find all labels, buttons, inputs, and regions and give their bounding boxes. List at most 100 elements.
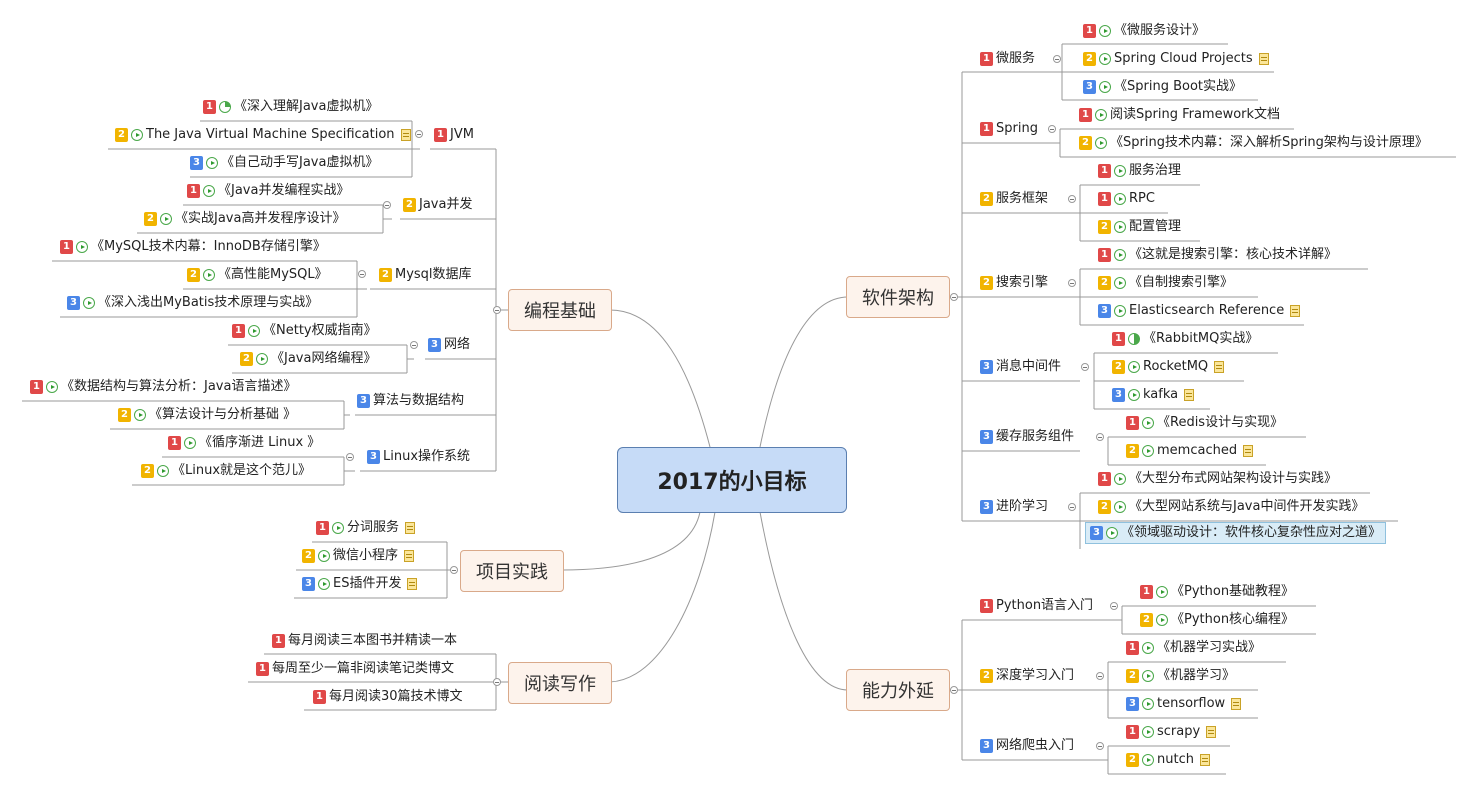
leaf-item[interactable]: 1《MySQL技术内幕：InnoDB存储引擎》 — [60, 239, 326, 255]
topic-ability-extension[interactable]: 能力外延 — [846, 669, 950, 711]
leaf-item[interactable]: 2《实战Java高并发程序设计》 — [144, 211, 345, 227]
leaf-item[interactable]: 2《自制搜索引擎》 — [1098, 275, 1233, 291]
collapse-toggle[interactable] — [346, 453, 354, 461]
central-topic[interactable]: 2017的小目标 — [617, 447, 847, 513]
collapse-toggle[interactable] — [1053, 55, 1061, 63]
leaf-item[interactable]: 1《大型分布式网站架构设计与实践》 — [1098, 471, 1337, 487]
note-icon[interactable] — [1214, 361, 1225, 373]
leaf-item[interactable]: 2《Linux就是这个范儿》 — [141, 463, 311, 479]
topic-project-practice[interactable]: 项目实践 — [460, 550, 564, 592]
collapse-toggle[interactable] — [493, 678, 501, 686]
note-icon[interactable] — [1184, 389, 1195, 401]
collapse-toggle[interactable] — [415, 130, 423, 138]
topic-software-architecture[interactable]: 软件架构 — [846, 276, 950, 318]
leaf-item[interactable]: 1《RabbitMQ实战》 — [1112, 331, 1258, 347]
collapse-toggle[interactable] — [358, 270, 366, 278]
leaf-item[interactable]: 1《Java并发编程实战》 — [187, 183, 349, 199]
leaf-item[interactable]: 2《Python核心编程》 — [1140, 612, 1294, 628]
leaf-item-selected[interactable]: 3《领域驱动设计：软件核心复杂性应对之道》 — [1085, 522, 1387, 544]
leaf-item[interactable]: 1《微服务设计》 — [1083, 23, 1205, 39]
leaf-item[interactable]: 3《深入浅出MyBatis技术原理与实战》 — [67, 295, 318, 311]
leaf-item[interactable]: 2《大型网站系统与Java中间件开发实践》 — [1098, 499, 1364, 515]
leaf-item[interactable]: 1《Redis设计与实现》 — [1126, 415, 1283, 431]
collapse-toggle[interactable] — [1081, 363, 1089, 371]
note-icon[interactable] — [1290, 305, 1301, 317]
note-icon[interactable] — [1243, 445, 1254, 457]
leaf-item[interactable]: 1《机器学习实战》 — [1126, 640, 1261, 656]
leaf-item[interactable]: 2《Java网络编程》 — [240, 351, 376, 367]
collapse-toggle[interactable] — [1096, 433, 1104, 441]
collapse-toggle[interactable] — [1096, 742, 1104, 750]
leaf-item[interactable]: 2《高性能MySQL》 — [187, 267, 328, 283]
leaf-item[interactable]: 3《自己动手写Java虚拟机》 — [190, 155, 378, 171]
collapse-toggle[interactable] — [1068, 503, 1076, 511]
collapse-toggle[interactable] — [1110, 602, 1118, 610]
collapse-toggle[interactable] — [410, 341, 418, 349]
note-icon[interactable] — [400, 129, 411, 141]
note-icon[interactable] — [1231, 698, 1242, 710]
note-icon[interactable] — [407, 578, 418, 590]
note-icon[interactable] — [405, 522, 416, 534]
note-icon[interactable] — [1199, 754, 1210, 766]
topic-reading-writing[interactable]: 阅读写作 — [508, 662, 612, 704]
collapse-toggle[interactable] — [450, 566, 458, 574]
note-icon[interactable] — [1206, 726, 1217, 738]
leaf-item[interactable]: 1《Python基础教程》 — [1140, 584, 1294, 600]
topic-coding-basics[interactable]: 编程基础 — [508, 289, 612, 331]
leaf-item[interactable]: 1《深入理解Java虚拟机》 — [203, 99, 378, 115]
leaf-item[interactable]: 1《数据结构与算法分析：Java语言描述》 — [30, 379, 296, 395]
leaf-item[interactable]: 3《Spring Boot实战》 — [1083, 79, 1242, 95]
collapse-toggle[interactable] — [1068, 195, 1076, 203]
leaf-item[interactable]: 2《算法设计与分析基础 》 — [118, 407, 296, 423]
leaf-item[interactable]: 2《机器学习》 — [1126, 668, 1235, 684]
collapse-toggle[interactable] — [383, 201, 391, 209]
collapse-toggle[interactable] — [950, 293, 958, 301]
leaf-item[interactable]: 1《循序渐进 Linux 》 — [168, 435, 320, 451]
leaf-item[interactable]: 2《Spring技术内幕：深入解析Spring架构与设计原理》 — [1079, 135, 1428, 151]
leaf-item[interactable]: 1《这就是搜索引擎：核心技术详解》 — [1098, 247, 1337, 263]
leaf-item[interactable]: 1《Netty权威指南》 — [232, 323, 377, 339]
collapse-toggle[interactable] — [950, 686, 958, 694]
note-icon[interactable] — [1258, 53, 1269, 65]
collapse-toggle[interactable] — [493, 306, 501, 314]
collapse-toggle[interactable] — [1068, 279, 1076, 287]
note-icon[interactable] — [404, 550, 415, 562]
collapse-toggle[interactable] — [1096, 672, 1104, 680]
collapse-toggle[interactable] — [1048, 125, 1056, 133]
